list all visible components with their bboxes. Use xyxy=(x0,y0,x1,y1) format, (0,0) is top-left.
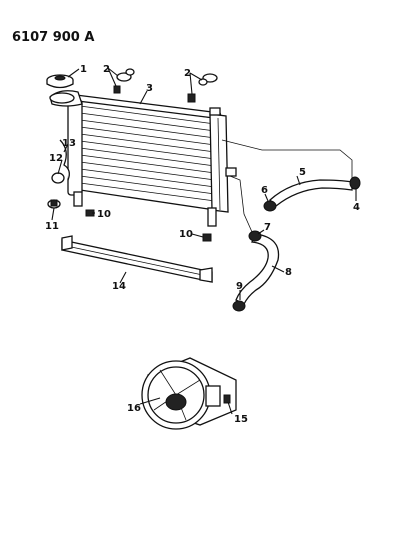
callout-15: 15 xyxy=(234,414,248,425)
lower-bolt-right xyxy=(202,233,212,242)
callout-11: 11 xyxy=(45,221,59,232)
cooling-fan-assembly xyxy=(141,357,237,430)
callout-7: 7 xyxy=(264,222,271,233)
hose-clamp-upper-left xyxy=(263,200,277,212)
callout-13: 13 xyxy=(62,138,76,149)
mount-hardware-left xyxy=(113,68,135,94)
callout-8: 8 xyxy=(285,267,292,278)
hose-clamp-lower-bottom xyxy=(232,300,246,312)
mount-hardware-right xyxy=(187,73,218,103)
callout-16: 16 xyxy=(127,403,141,414)
callout-2a: 2 xyxy=(103,64,110,75)
callout-9: 9 xyxy=(236,281,243,292)
callout-6: 6 xyxy=(261,185,268,196)
drain-cock xyxy=(51,139,70,184)
radiator xyxy=(49,90,237,227)
callout-2b: 2 xyxy=(184,68,191,79)
fan-bolt xyxy=(223,394,231,404)
callout-14: 14 xyxy=(112,281,126,292)
hose-clamp-upper-right xyxy=(349,176,361,190)
leader-lines xyxy=(51,67,357,415)
callout-10b: 10 xyxy=(179,229,193,240)
radiator-cap xyxy=(46,74,74,89)
air-seal xyxy=(61,235,213,283)
hose-clamp-lower-top xyxy=(248,230,262,242)
upper-hose xyxy=(269,179,353,207)
lower-hose xyxy=(235,233,280,305)
figure-code: 6107 900 A xyxy=(12,30,94,45)
callout-1: 1 xyxy=(80,64,87,75)
callout-3: 3 xyxy=(146,83,153,94)
callout-12: 12 xyxy=(49,153,63,164)
hose-clamp-lower xyxy=(47,199,61,209)
callout-10a: 10 xyxy=(97,209,111,220)
callout-5: 5 xyxy=(299,167,306,178)
callout-4: 4 xyxy=(353,202,360,213)
